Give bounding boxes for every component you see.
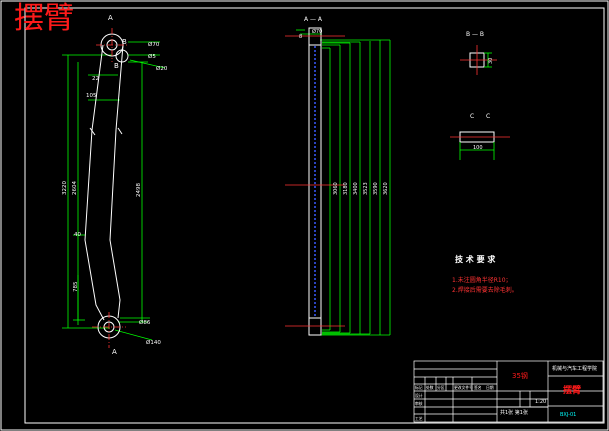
tech-item-1: 1.未注圆角半径R10； xyxy=(452,276,512,284)
drawing-title: 摆臂 xyxy=(14,1,74,36)
label-b-bottom: B xyxy=(114,62,119,70)
label-a-bottom: A xyxy=(112,348,117,356)
tb-role-3: 工艺 xyxy=(415,416,423,421)
dim-aa-3: 3060 xyxy=(333,182,339,195)
tb-role-1: 设计 xyxy=(415,393,423,398)
title-block: 35钢 机械与汽车工程学院 摆臂 BXJ-01 1:20 共1张 第1张 标记 … xyxy=(413,360,604,423)
tb-role-2: 审核 xyxy=(415,401,423,406)
section-b-b: B — B 30 xyxy=(460,31,497,75)
dim-main-9: 40 xyxy=(74,232,81,238)
main-view: A B B A Ø70 Ø5 Ø20 22 105 3220 2604 2498… xyxy=(62,14,168,356)
section-aa-label: A — A xyxy=(304,16,323,23)
tb-part-name: 摆臂 xyxy=(563,384,581,396)
tb-header-6: 日期 xyxy=(486,385,494,390)
section-a-a: A — A xyxy=(285,16,391,336)
dim-main-5: 105 xyxy=(86,93,97,99)
label-b-top: B xyxy=(122,38,127,46)
tb-drawing-no: BXJ-01 xyxy=(560,412,576,418)
dim-main-6: 3220 xyxy=(62,181,68,195)
dim-main-7: 2604 xyxy=(72,181,78,195)
dim-main-2: Ø5 xyxy=(148,53,156,60)
tb-sheets: 共1张 第1张 xyxy=(500,409,528,416)
inner-frame xyxy=(24,7,605,424)
label-a-top: A xyxy=(108,14,113,22)
tb-org: 机械与汽车工程学院 xyxy=(552,365,597,372)
section-cc-mark-right: C xyxy=(486,113,490,120)
dim-main-11: Ø86 xyxy=(139,319,151,326)
dim-main-4: 22 xyxy=(92,76,99,82)
tb-header-1: 标记 xyxy=(415,385,423,390)
dim-aa-4: 3180 xyxy=(343,182,349,195)
dim-aa-6: 3523 xyxy=(363,182,369,195)
dim-aa-2: Ø70 xyxy=(312,28,322,35)
tb-scale: 1:20 xyxy=(535,399,546,405)
tech-heading: 技 术 要 求 xyxy=(455,254,496,264)
dim-main-12: Ø140 xyxy=(146,339,161,346)
dim-cc-1: 100 xyxy=(473,145,483,151)
dim-aa-8: 3620 xyxy=(383,182,389,195)
tb-material: 35钢 xyxy=(512,371,528,380)
dim-bb-1: 30 xyxy=(488,58,494,64)
tech-item-2: 2.焊接后需要去除毛刺。 xyxy=(452,286,518,294)
dim-aa-1: 8 xyxy=(299,34,302,40)
dim-main-10: 785 xyxy=(73,281,79,292)
dim-aa-5: 3400 xyxy=(353,182,359,195)
tb-header-4: 更改文件号 xyxy=(454,385,473,390)
tb-header-2: 处数 xyxy=(426,385,434,390)
section-c-c: C C 100 xyxy=(450,113,510,160)
section-cc-mark-left: C xyxy=(470,113,474,120)
dim-aa-7: 3590 xyxy=(373,182,379,195)
tech-requirements: 技 术 要 求 1.未注圆角半径R10； 2.焊接后需要去除毛刺。 xyxy=(452,254,518,294)
tb-header-3: 分区 xyxy=(437,385,445,390)
dim-main-1: Ø70 xyxy=(148,41,160,48)
dim-main-3: Ø20 xyxy=(156,65,168,72)
section-bb-label: B — B xyxy=(466,31,484,38)
dim-main-8: 2498 xyxy=(136,183,142,197)
tb-header-5: 签名 xyxy=(474,385,482,390)
